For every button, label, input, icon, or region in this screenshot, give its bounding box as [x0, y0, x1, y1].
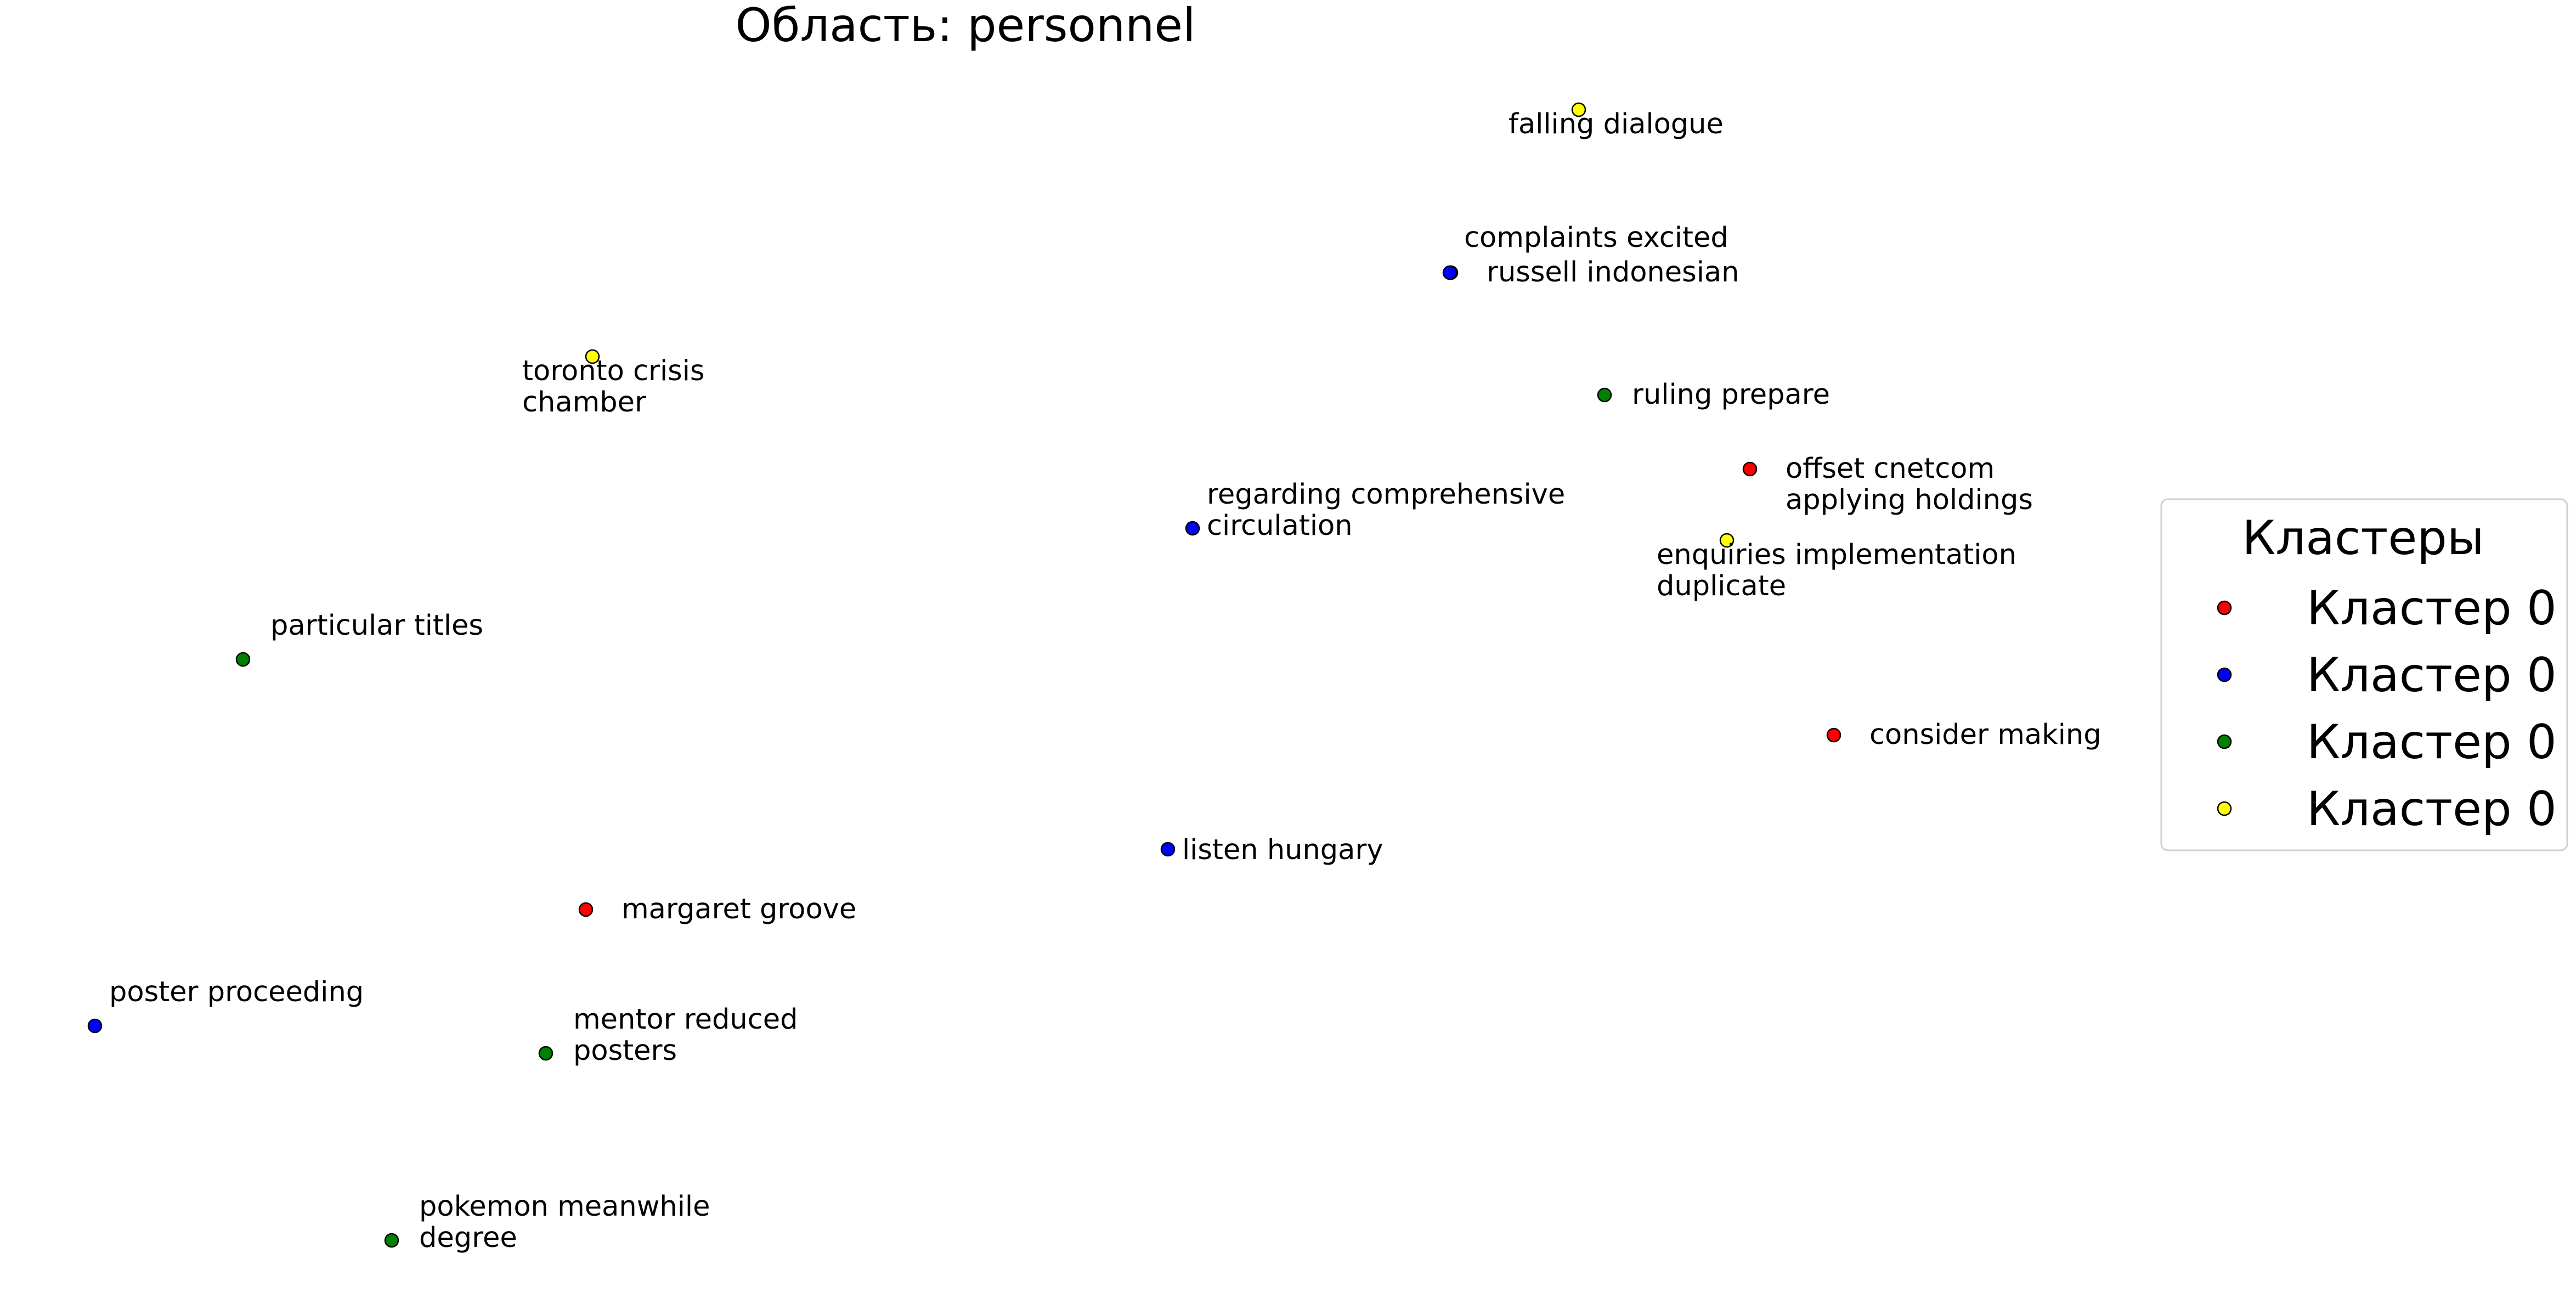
point-label: margaret groove: [622, 893, 856, 925]
point-marker: [1742, 461, 1758, 477]
point-label-line: circulation: [1207, 510, 1353, 542]
data-point: russell indonesian: [1443, 256, 1739, 289]
point-label-line: complaints excited: [1464, 222, 1728, 254]
point-label-line: particular titles: [270, 609, 483, 642]
point-label-line: margaret groove: [622, 893, 856, 925]
point-marker: [585, 349, 600, 364]
point-label-line: falling dialogue: [1509, 108, 1724, 140]
point-marker: [538, 1046, 553, 1061]
data-point: listen hungary: [1160, 834, 1383, 866]
point-label-line: ruling prepare: [1632, 379, 1830, 411]
point-label-line: toronto crisis: [522, 355, 704, 387]
point-marker: [235, 652, 251, 667]
legend-marker: [2217, 667, 2232, 682]
point-marker: [1442, 265, 1458, 280]
point-label-line: applying holdings: [1786, 484, 2033, 516]
legend-entry: Кластер 0: [2217, 782, 2557, 837]
point-label-line: duplicate: [1657, 570, 1786, 602]
point-label-line: regarding comprehensive: [1207, 478, 1565, 511]
point-marker: [1571, 102, 1586, 117]
legend-title: Кластеры: [2242, 511, 2484, 566]
point-label-line: mentor reduced: [573, 1003, 798, 1036]
point-label: falling dialogue: [1509, 108, 1724, 140]
chart-title: Область: personnel: [736, 0, 1196, 52]
legend-entry: Кластер 0: [2217, 715, 2557, 770]
point-label-line: posters: [573, 1035, 677, 1067]
point-label: listen hungary: [1182, 834, 1383, 866]
point-label-line: offset cnetcom: [1786, 453, 1995, 485]
point-label-line: russell indonesian: [1487, 256, 1739, 289]
point-marker: [1597, 387, 1612, 403]
point-label: consider making: [1869, 719, 2102, 751]
data-point: falling dialogue: [1509, 102, 1724, 140]
point-marker: [1826, 727, 1841, 743]
legend-label: Кластер 0: [2307, 782, 2557, 837]
point-marker: [1160, 842, 1176, 857]
legend-label: Кластер 0: [2307, 648, 2557, 703]
legend-marker: [2217, 600, 2232, 616]
data-point: poster proceeding: [87, 976, 364, 1034]
point-label-line: chamber: [522, 386, 646, 419]
point-label: ruling prepare: [1632, 379, 1830, 411]
data-point: margaret groove: [578, 893, 856, 925]
data-point: consider making: [1826, 719, 2102, 751]
legend-entries: Кластер 0 Кластер 0 Кластер 0 Кластер 0: [2217, 581, 2557, 837]
point-label-line: consider making: [1869, 719, 2102, 751]
legend-entry: Кластер 0: [2217, 648, 2557, 703]
legend-marker: [2217, 801, 2232, 816]
legend-label: Кластер 0: [2307, 581, 2557, 636]
point-label: complaints excited: [1464, 222, 1728, 254]
point-label-line: listen hungary: [1182, 834, 1383, 866]
point-marker: [1185, 521, 1200, 536]
legend-frame: [2160, 498, 2568, 851]
point-marker: [1719, 533, 1735, 548]
point-label-line: degree: [419, 1222, 517, 1254]
point-label-line: pokemon meanwhile: [419, 1190, 710, 1223]
data-point: complaints excited: [1442, 222, 1728, 280]
data-point: particular titles: [235, 609, 483, 667]
point-label: particular titles: [270, 609, 483, 642]
point-label-line: enquiries implementation: [1657, 539, 2016, 571]
point-label: poster proceeding: [109, 976, 364, 1008]
data-point: ruling prepare: [1597, 379, 1830, 411]
point-marker: [87, 1018, 103, 1034]
legend-marker: [2217, 734, 2232, 749]
legend-entry: Кластер 0: [2217, 581, 2557, 636]
legend-label: Кластер 0: [2307, 715, 2557, 770]
point-marker: [578, 902, 594, 917]
point-label-line: poster proceeding: [109, 976, 364, 1008]
point-marker: [384, 1233, 399, 1248]
point-label: russell indonesian: [1487, 256, 1739, 289]
